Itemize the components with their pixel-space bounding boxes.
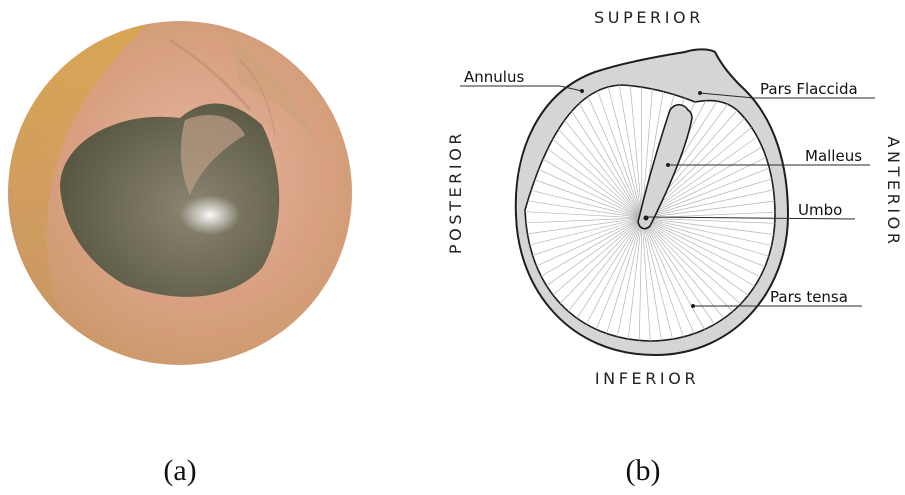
label-annulus: Annulus xyxy=(464,68,524,86)
label-malleus: Malleus xyxy=(805,147,862,165)
otoscope-image xyxy=(0,10,360,380)
orientation-posterior: POSTERIOR xyxy=(446,130,465,254)
caption-b: (b) xyxy=(626,454,661,487)
malleus-dot xyxy=(666,163,670,167)
pars-tensa-dot xyxy=(691,304,695,308)
label-pars-flaccida: Pars Flaccida xyxy=(760,80,858,98)
orientation-anterior: ANTERIOR xyxy=(884,136,903,247)
annulus-dot xyxy=(580,89,584,93)
orientation-superior: SUPERIOR xyxy=(594,8,704,27)
label-pars-tensa: Pars tensa xyxy=(770,288,848,306)
umbo-point xyxy=(644,216,649,221)
pars-flaccida-dot xyxy=(698,91,702,95)
light-reflex xyxy=(180,195,240,235)
label-umbo: Umbo xyxy=(798,201,842,219)
orientation-inferior: INFERIOR xyxy=(595,369,699,388)
caption-a: (a) xyxy=(163,454,196,487)
